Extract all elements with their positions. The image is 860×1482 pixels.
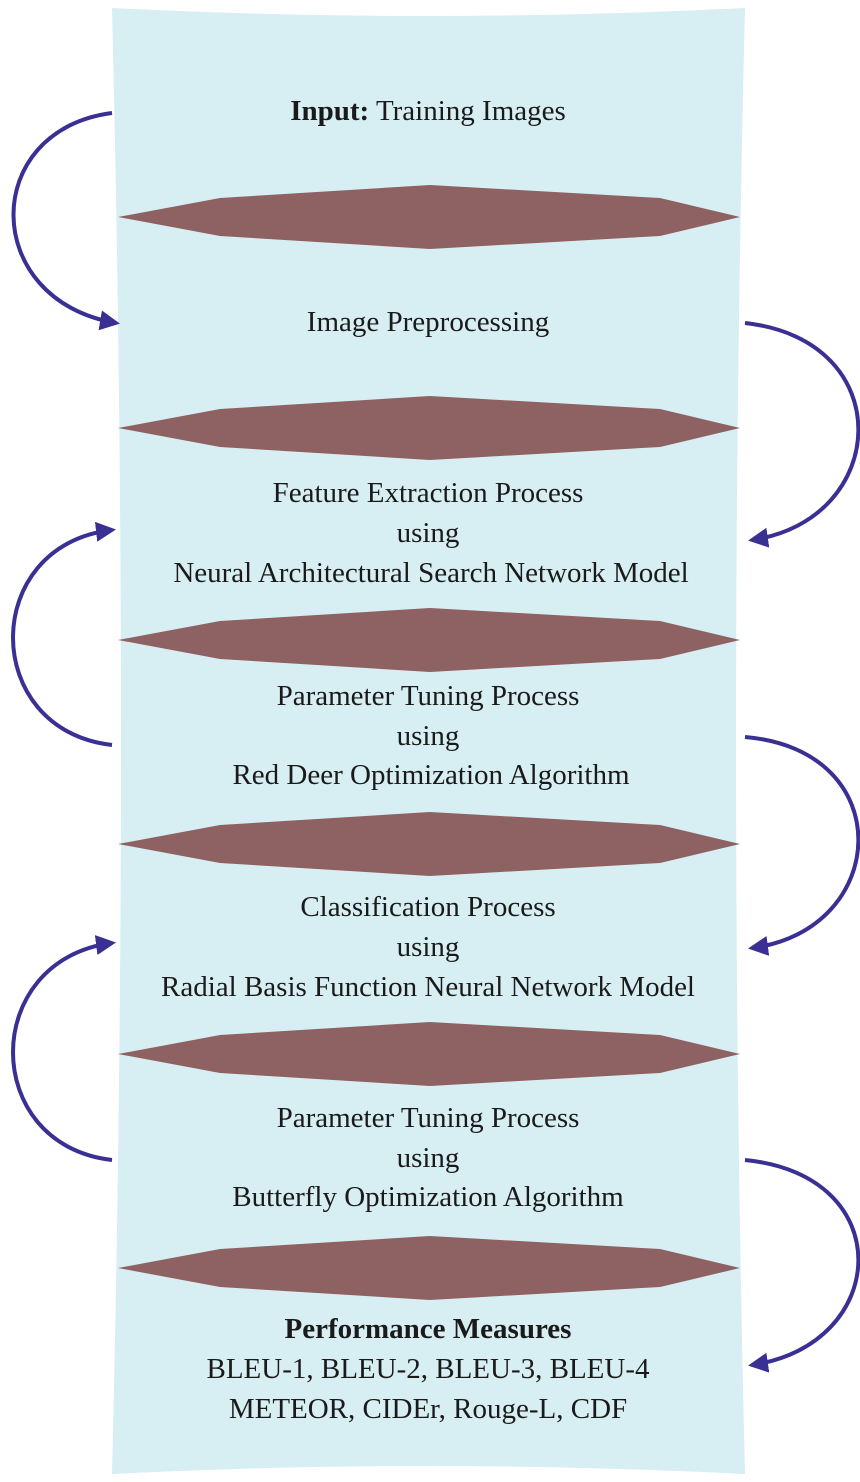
- flow-arrow-left-3: [11, 521, 116, 747]
- separator-band-3: [118, 608, 740, 672]
- separator-band-2: [118, 396, 740, 460]
- stage-texts: Input: Training Images Image Preprocessi…: [161, 95, 695, 1425]
- stage-classification-line-1: Classification Process: [300, 891, 555, 923]
- separator-band-1: [118, 185, 740, 249]
- stage-parameter-tuning-rdo-line-3: Red Deer Optimization Algorithm: [232, 759, 630, 791]
- stage-parameter-tuning-boa-line-3: Butterfly Optimization Algorithm: [232, 1181, 624, 1213]
- stage-parameter-tuning-rdo-line-2: using: [397, 720, 460, 752]
- input-label: Input:: [290, 95, 369, 127]
- flow-arrow-left-5: [11, 935, 116, 1162]
- flow-arrow-right-2: [744, 321, 860, 548]
- stage-input: Input: Training Images: [290, 95, 566, 127]
- flow-arrows: [11, 111, 860, 1373]
- stage-separators: [118, 185, 740, 1300]
- stage-feature-extraction-line-1: Feature Extraction Process: [273, 477, 584, 509]
- input-value: Training Images: [369, 95, 566, 127]
- flow-arrow-left-1: [11, 111, 120, 331]
- stage-parameter-tuning-boa-line-2: using: [397, 1142, 460, 1174]
- separator-band-6: [118, 1236, 740, 1300]
- stage-feature-extraction-line-3: Neural Architectural Search Network Mode…: [173, 557, 688, 589]
- flow-arrow-right-6: [744, 1158, 860, 1373]
- stage-performance-title: Performance Measures: [285, 1313, 572, 1345]
- separator-band-4: [118, 812, 740, 876]
- stage-classification-line-3: Radial Basis Function Neural Network Mod…: [161, 971, 695, 1003]
- separator-band-5: [118, 1022, 740, 1086]
- stage-feature-extraction-line-2: using: [397, 517, 460, 549]
- flow-arrow-right-4: [744, 735, 860, 956]
- stage-performance-line-2: BLEU-1, BLEU-2, BLEU-3, BLEU-4: [207, 1353, 650, 1385]
- stage-parameter-tuning-rdo-line-1: Parameter Tuning Process: [277, 680, 580, 712]
- stage-parameter-tuning-boa-line-1: Parameter Tuning Process: [277, 1102, 580, 1134]
- pipeline-panel: [112, 8, 745, 1474]
- stage-performance-line-3: METEOR, CIDEr, Rouge-L, CDF: [229, 1393, 627, 1425]
- stage-preprocessing: Image Preprocessing: [307, 306, 549, 338]
- stage-classification-line-2: using: [397, 931, 460, 963]
